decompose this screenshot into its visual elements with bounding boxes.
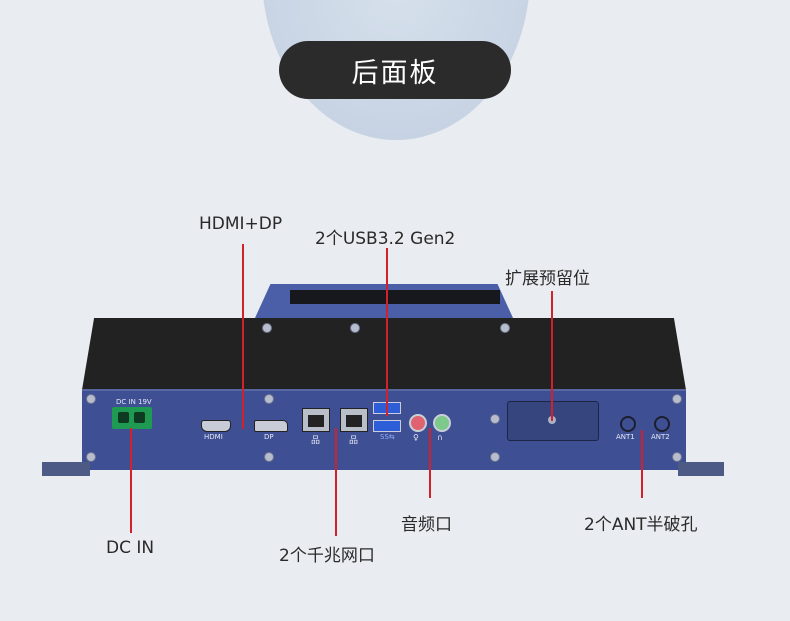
dp-panel-label: DP	[264, 433, 274, 441]
ant2-panel-label: ANT2	[651, 433, 670, 441]
screw	[350, 323, 360, 333]
lan-port	[302, 408, 330, 432]
usb-icon: SS⇆	[380, 433, 395, 441]
callout-line-hdmi-dp	[242, 244, 244, 429]
hdmi-port	[201, 420, 231, 432]
dc-in-terminal	[112, 407, 152, 429]
headphone-icon: ∩	[437, 433, 443, 442]
callout-line-expansion	[551, 291, 553, 421]
screw	[262, 323, 272, 333]
callout-usb: 2个USB3.2 Gen2	[315, 229, 456, 249]
callout-line-lan	[335, 428, 337, 536]
mic-icon: ♀	[413, 433, 419, 442]
network-icon: 品	[311, 436, 321, 446]
callout-audio: 音频口	[401, 515, 452, 535]
expansion-reserved-cover	[507, 401, 599, 441]
chassis-top	[82, 318, 686, 390]
callout-ant: 2个ANT半破孔	[584, 515, 698, 535]
dc-in-panel-label: DC IN 19V	[116, 398, 152, 406]
callout-hdmi-dp: HDMI+DP	[199, 214, 283, 234]
callout-line-dc-in	[130, 428, 132, 533]
screw	[672, 394, 682, 404]
network-icon: 品	[349, 436, 359, 446]
callout-expansion: 扩展预留位	[505, 269, 590, 289]
lan-port	[340, 408, 368, 432]
callout-lan: 2个千兆网口	[279, 546, 375, 566]
ant1-panel-label: ANT1	[616, 433, 635, 441]
screw	[264, 394, 274, 404]
screw	[86, 452, 96, 462]
mic-jack	[409, 414, 427, 432]
screw	[86, 394, 96, 404]
screw	[500, 323, 510, 333]
screw	[490, 452, 500, 462]
mounting-foot-right	[678, 462, 724, 476]
expansion-card-slot	[290, 290, 500, 304]
callout-line-audio	[429, 428, 431, 498]
mounting-foot-left	[42, 462, 90, 476]
usb-port	[373, 420, 401, 432]
page-title: 后面板	[279, 41, 511, 99]
ant2-knockout	[654, 416, 670, 432]
callout-line-ant	[641, 430, 643, 498]
callout-dc-in: DC IN	[106, 538, 155, 558]
displayport-port	[254, 420, 288, 432]
screw	[672, 452, 682, 462]
ant1-knockout	[620, 416, 636, 432]
callout-line-usb	[386, 248, 388, 416]
hdmi-panel-label: HDMI	[204, 433, 223, 441]
screw	[264, 452, 274, 462]
screw	[490, 414, 500, 424]
headphone-jack	[433, 414, 451, 432]
